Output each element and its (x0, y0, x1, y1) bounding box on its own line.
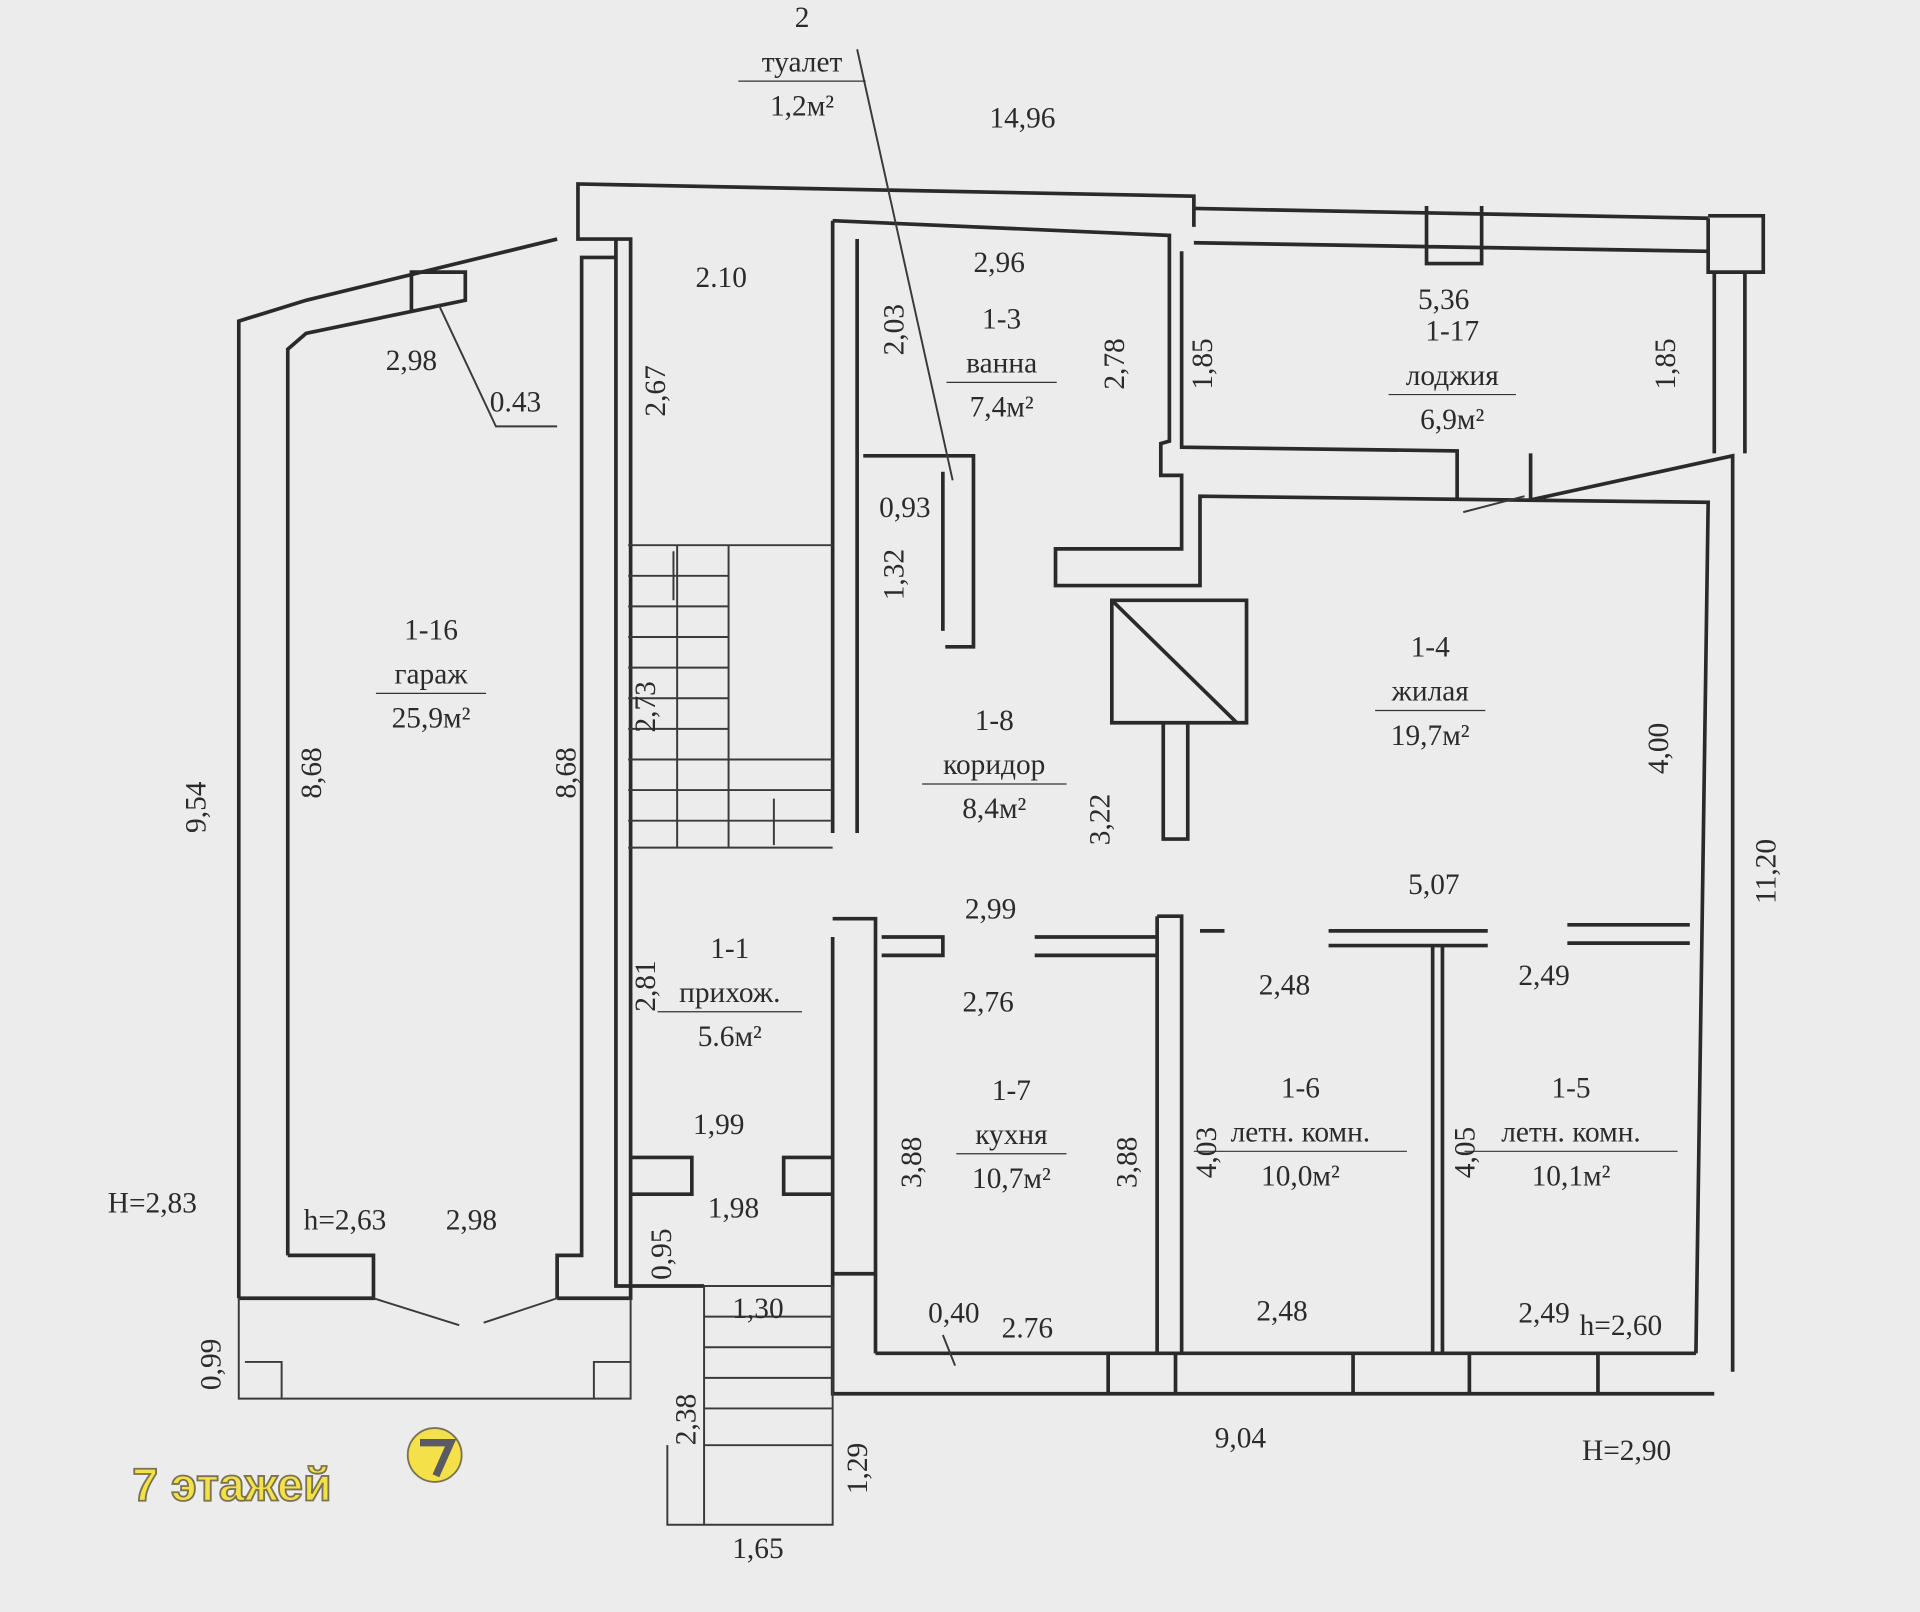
room-name: коридор (943, 749, 1045, 781)
garage-outer-wall (236, 237, 558, 1299)
watermark-logo-seven (420, 1439, 457, 1478)
dimension-label: 1,98 (708, 1192, 759, 1224)
dimension-label: 0.43 (490, 387, 541, 419)
dimension-label: 5,36 (1418, 284, 1469, 316)
toilet-walls (863, 453, 976, 649)
room-area: 10,7м² (972, 1163, 1051, 1195)
watermark: 7 этажей (131, 1427, 463, 1511)
dimension-label: 2,78 (1099, 338, 1131, 389)
dimension-label: 2.10 (696, 262, 747, 294)
leader-lines (437, 49, 1525, 1366)
room-number: 2 (795, 2, 810, 34)
dimension-label: 1,29 (842, 1443, 874, 1494)
dimension-label: 2.76 (1002, 1312, 1053, 1344)
dimension-label: 3,88 (896, 1137, 928, 1188)
room-area: 1,2м² (770, 90, 834, 122)
room-area: 8,4м² (962, 793, 1026, 825)
dimension-label: 2,98 (446, 1205, 497, 1237)
dimension-label: 4,03 (1191, 1127, 1223, 1178)
dimension-label: 2,73 (630, 681, 662, 732)
dimension-label: 5,07 (1408, 869, 1459, 901)
dimension-label: 2,67 (640, 365, 672, 416)
room-name: гараж (394, 659, 468, 691)
dimension-label: 11,20 (1751, 839, 1783, 904)
stairs (628, 544, 833, 849)
room-area: 25,9м² (392, 703, 471, 735)
central-walls (614, 218, 1711, 1354)
porch (237, 1298, 632, 1400)
loggia (1179, 206, 1766, 1372)
room-area: 10,0м² (1261, 1161, 1340, 1193)
watermark-text: 7 этажей (132, 1458, 331, 1510)
room-number: 1-5 (1551, 1072, 1590, 1104)
room-number: 1-16 (404, 614, 458, 646)
dimension-label: 2,76 (962, 987, 1013, 1019)
room-name: туалет (762, 46, 843, 78)
dimension-label: H=2,90 (1582, 1435, 1671, 1467)
dimension-label: 1,30 (732, 1293, 783, 1325)
room-name: летн. комн. (1231, 1117, 1371, 1149)
garage-inner-wall (285, 270, 468, 1256)
dimension-label: 2,49 (1518, 960, 1569, 992)
room-number: 1-3 (982, 303, 1021, 335)
dimension-label: 3,22 (1084, 794, 1116, 845)
room-number: 1-1 (710, 933, 749, 965)
dimension-label: 2,81 (630, 960, 662, 1011)
dimension-label: 2,03 (879, 304, 911, 355)
dimension-label: 0,40 (928, 1298, 979, 1330)
dimension-label: H=2,83 (108, 1188, 197, 1220)
room-number: 1-17 (1425, 316, 1479, 348)
dimension-label: 9,54 (181, 781, 213, 833)
dimension-label: 8,68 (296, 747, 328, 798)
room-area: 7,4м² (970, 392, 1034, 424)
dimension-label: 4,05 (1449, 1127, 1481, 1178)
garage-door (373, 1297, 558, 1327)
room-area: 10,1м² (1532, 1161, 1611, 1193)
dimension-label: 2,96 (973, 247, 1024, 279)
dimension-label: 2,48 (1256, 1295, 1307, 1327)
dimension-label: 1,99 (693, 1109, 744, 1141)
room-name: ванна (966, 348, 1037, 380)
room-labels: 1-16 гараж 25,9м² 1-3 ванна 7,4м² 1-17 лоджия 6,… (375, 2, 1678, 1195)
room-name: лоджия (1406, 360, 1499, 392)
dimension-label: 2,98 (386, 345, 437, 377)
room-number: 1-7 (992, 1075, 1031, 1107)
walls (236, 49, 1766, 1526)
dimension-label: 14,96 (989, 103, 1055, 135)
dimension-label: 0,99 (195, 1339, 227, 1390)
room-name: кухня (975, 1119, 1047, 1151)
dimension-label: 2,38 (671, 1394, 703, 1445)
dimension-label: 0,93 (879, 492, 930, 524)
room-number: 1-8 (975, 705, 1014, 737)
dimension-label: 1,85 (1187, 338, 1219, 389)
entry-stairs (666, 1285, 834, 1526)
entry-walls (630, 1155, 1600, 1394)
room-name: летн. комн. (1501, 1117, 1641, 1149)
dimension-label: 1,65 (732, 1533, 783, 1565)
dimension-label: 3,88 (1111, 1137, 1143, 1188)
room-area: 6,9м² (1420, 404, 1484, 436)
dimension-label: h=2,63 (304, 1205, 387, 1237)
room-area: 19,7м² (1391, 720, 1470, 752)
dimension-label: 2,49 (1518, 1298, 1569, 1330)
dimension-labels: 14,96 2.10 2,96 5,36 2,98 0.43 2,67 2,03 2,78 1,8… (108, 103, 1783, 1565)
dimension-label: 2,99 (965, 894, 1016, 926)
dimension-label: 1,32 (879, 549, 911, 600)
dimension-label: 8,68 (551, 747, 583, 798)
dimension-label: 0,95 (646, 1228, 678, 1279)
room-number: 1-6 (1281, 1072, 1320, 1104)
room-number: 1-4 (1411, 632, 1450, 664)
dimension-label: h=2,60 (1580, 1310, 1663, 1342)
room-name: жилая (1391, 676, 1469, 708)
dimension-label: 2,48 (1259, 970, 1310, 1002)
dimension-label: 9,04 (1215, 1423, 1267, 1455)
dimension-label: 4,00 (1643, 723, 1675, 774)
room-name: прихож. (679, 977, 780, 1009)
room-area: 5.6м² (698, 1021, 762, 1053)
closet (1110, 598, 1249, 841)
dimension-label: 1,85 (1650, 338, 1682, 389)
